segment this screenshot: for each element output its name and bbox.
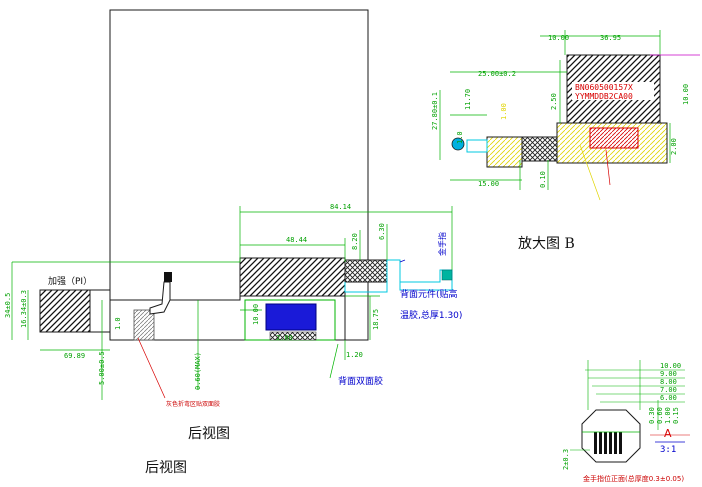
a-dim-6-00: 6.00 [660, 394, 677, 402]
gold-finger-pad [441, 269, 453, 281]
label-gold-finger-thickness: 金手指位正面(总厚度0.3±0.05) [583, 474, 684, 483]
bend-cable [149, 281, 171, 315]
dim-0-60: 0.60(MAX) [194, 352, 202, 390]
component-hatch-area [239, 257, 346, 297]
label-double-tape: 背面双面胶 [338, 375, 383, 387]
connector-block [164, 272, 172, 282]
dim-1-0: 1.0 [114, 317, 122, 330]
tail-outline [344, 259, 453, 293]
dim-69-89: 69.89 [64, 352, 85, 360]
b-dim-36-95: 36.95 [600, 34, 621, 42]
detail-b [439, 30, 700, 201]
caption-detail-b: 放大图 B [518, 236, 575, 252]
a-dim-7-00: 7.00 [660, 386, 677, 394]
tail-hatch [344, 259, 388, 283]
dim-34: 34±0.5 [4, 293, 12, 318]
dim-18-75: 18.75 [372, 309, 380, 330]
green-dims [11, 206, 453, 400]
label-component-tape-2: 温胶,总厚1.30) [400, 309, 462, 321]
label-pi: 加强（PI） [48, 276, 92, 287]
a-dim-2-00: 2±0.3 [562, 449, 570, 470]
dim-10-00: 10.00 [252, 304, 260, 325]
a-dim-0-60: 0.60 [656, 407, 664, 424]
detail-b-yellow-left [486, 136, 523, 168]
caption-rear-view-1: 后视图 [188, 426, 230, 442]
dim-8-20: 8.20 [351, 233, 359, 250]
detail-a-letter: A [664, 427, 672, 440]
dim-84-14: 84.14 [330, 203, 351, 211]
b-dim-25-00: 25.00±0.2 [478, 70, 516, 78]
grey-bend-area [133, 309, 155, 341]
blue-component [265, 303, 317, 331]
pi-reinforcement [39, 289, 91, 333]
label-red-bend: 灰色折弯区贴双面胶 [166, 400, 220, 408]
dim-2-00: 2.00 [276, 334, 293, 342]
rear-view [11, 9, 453, 400]
detail-a-scale: 3:1 [660, 445, 676, 455]
b-dim-1-0: 1.0 [456, 131, 464, 144]
a-dim-9-00: 9.00 [660, 370, 677, 378]
label-gold-finger: 金手指 [437, 232, 447, 256]
a-dim-10-00: 10.00 [660, 362, 681, 370]
detail-b-cross-hatch [521, 136, 558, 162]
b-dim-11-70: 11.70 [464, 89, 472, 110]
a-dim-0-15: 0.15 [672, 407, 680, 424]
label-code-2: YYMMDDB2CA00 [575, 92, 633, 101]
b-dim-1-00: 1.00 [500, 103, 508, 120]
detail-a [570, 360, 690, 463]
dim-6-30: 6.30 [378, 223, 386, 240]
b-dim-2-00: 2.00 [670, 138, 678, 155]
dim-5-00: 5.00±0.5 [98, 351, 106, 385]
b-dim-0-10: 0.10 [539, 171, 547, 188]
a-dim-1-00: 1.00 [664, 407, 672, 424]
a-dim-0-30: 0.30 [648, 407, 656, 424]
b-dim-2-50: 2.50 [550, 93, 558, 110]
dim-16-34: 16.34±0.3 [20, 290, 28, 328]
dim-48-44: 48.44 [286, 236, 307, 244]
b-dim-10-00: 10.00 [548, 34, 569, 42]
label-component-tape-1: 背面元件(贴高 [400, 288, 458, 300]
caption-rear-view-2: 后视图 [145, 460, 187, 476]
b-dim-27-80: 27.80±0.1 [431, 92, 439, 130]
detail-b-pad [451, 137, 465, 151]
label-code-1: BN060500157X [575, 83, 633, 92]
red-leader [137, 337, 166, 399]
bottom-hatch [269, 331, 317, 341]
dim-1-20: 1.20 [346, 351, 363, 359]
b-dim-10-00-v: 10.00 [682, 84, 690, 105]
a-dim-8-00: 8.00 [660, 378, 677, 386]
b-dim-15-00: 15.00 [478, 180, 499, 188]
detail-b-red-pad [589, 127, 639, 149]
